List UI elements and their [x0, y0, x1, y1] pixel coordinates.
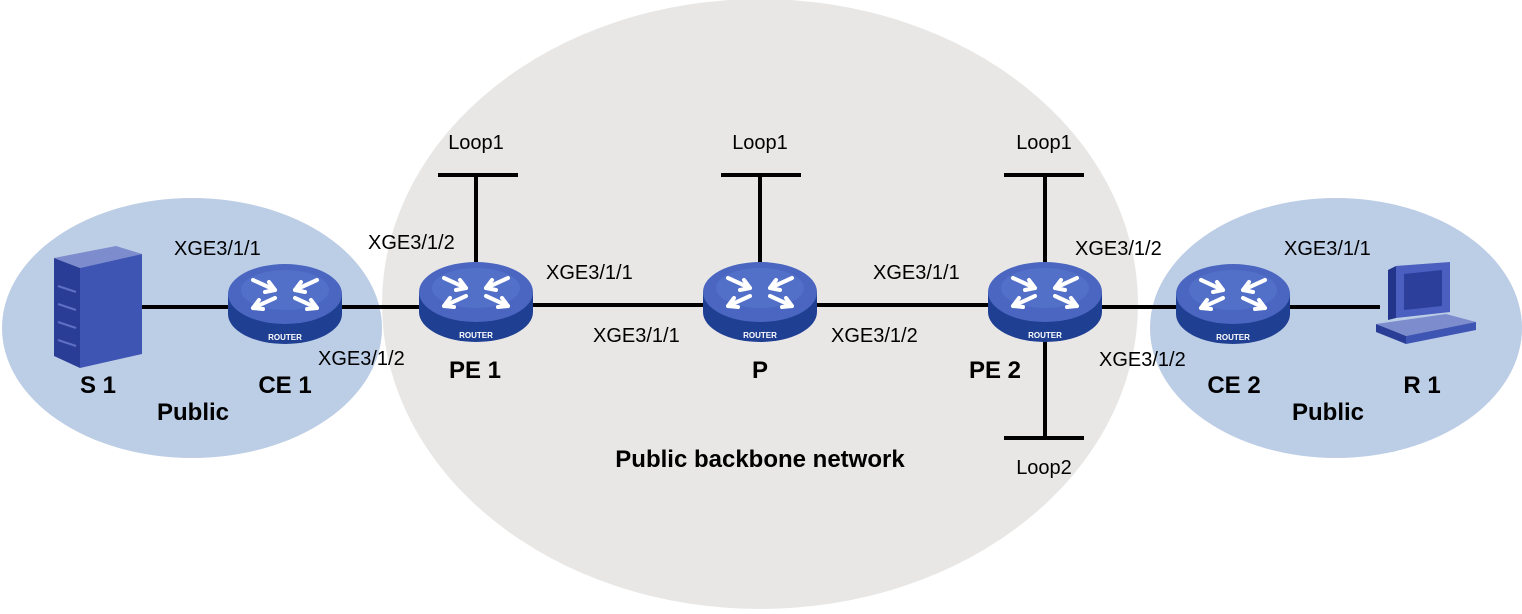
- links: [140, 173, 1380, 440]
- label-p-xge311-left: XGE3/1/1: [593, 325, 680, 347]
- backbone-label: Public backbone network: [615, 446, 905, 473]
- label-p-xge311-right: XGE3/1/1: [873, 262, 960, 284]
- router-badge: ROUTER: [1216, 333, 1250, 342]
- pc-icon: [1376, 262, 1476, 344]
- router-icon-pe1: ROUTER: [417, 260, 535, 344]
- router-icon-p: ROUTER: [701, 260, 819, 344]
- device-name-ce2: CE 2: [1207, 372, 1260, 399]
- router-icon-pe2: ROUTER: [986, 260, 1104, 344]
- device-name-s1: S 1: [80, 372, 116, 399]
- label-pe2-xge312-bottom: XGE3/1/2: [1099, 349, 1186, 371]
- label-pe1-xge311: XGE3/1/1: [546, 262, 633, 284]
- router-badge: ROUTER: [743, 331, 777, 340]
- router-badge: ROUTER: [459, 331, 493, 340]
- label-pe1-loop1: Loop1: [448, 132, 504, 154]
- device-name-r1: R 1: [1403, 372, 1440, 399]
- right-site-label: Public: [1292, 399, 1364, 426]
- device-name-ce1: CE 1: [258, 372, 311, 399]
- router-badge: ROUTER: [1028, 331, 1062, 340]
- device-name-p: P: [752, 357, 768, 384]
- device-name-pe2: PE 2: [969, 357, 1021, 384]
- label-ce1-xge312: XGE3/1/2: [318, 348, 405, 370]
- label-pe2-xge312-top: XGE3/1/2: [1075, 238, 1162, 260]
- label-ce1-xge311: XGE3/1/1: [174, 238, 261, 260]
- router-icon-ce1: ROUTER: [226, 262, 344, 346]
- label-ce2-xge311: XGE3/1/1: [1284, 238, 1371, 260]
- label-pe2-loop1: Loop1: [1016, 132, 1072, 154]
- label-p-loop1: Loop1: [732, 132, 788, 154]
- server-icon: [54, 246, 142, 368]
- label-pe2-loop2: Loop2: [1016, 457, 1072, 479]
- router-badge: ROUTER: [268, 333, 302, 342]
- label-p-xge312: XGE3/1/2: [831, 325, 918, 347]
- label-pe1-xge312: XGE3/1/2: [368, 232, 455, 254]
- left-site-label: Public: [157, 399, 229, 426]
- device-name-pe1: PE 1: [449, 357, 501, 384]
- router-icon-ce2: ROUTER: [1174, 262, 1292, 346]
- right-site-region: [1150, 198, 1522, 458]
